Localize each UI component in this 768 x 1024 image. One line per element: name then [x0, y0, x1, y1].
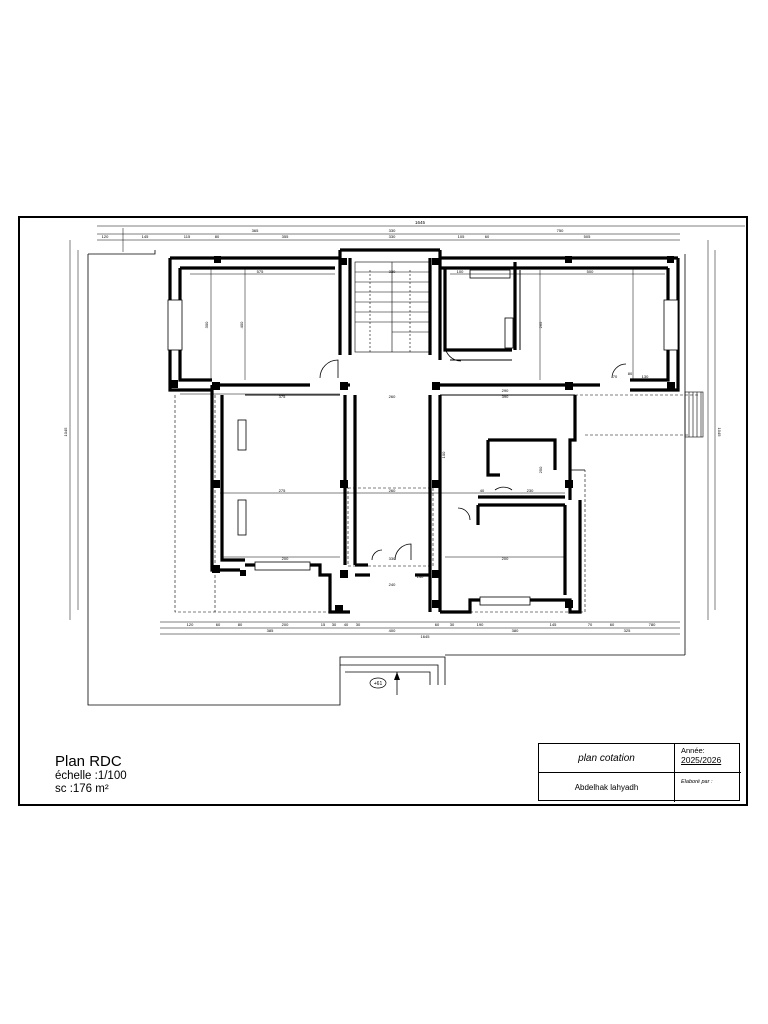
plan-title: Plan RDC	[55, 753, 122, 770]
dim-bottom-upper: 15	[321, 622, 326, 627]
dim-top-upper: 365	[252, 228, 259, 233]
dimension-lines	[69, 225, 745, 635]
level-marker-label: +61	[374, 681, 383, 687]
dim-bottom-upper: 30	[450, 622, 455, 627]
dim-bottom-mid: 385	[267, 628, 274, 633]
dim-bottom-upper: 120	[187, 622, 194, 627]
dim-interior: 390	[502, 394, 509, 399]
entrance-steps	[684, 391, 704, 438]
site-outline	[87, 250, 686, 706]
dim-bottom-upper: 70	[588, 622, 593, 627]
dim-bottom-upper: 780	[649, 622, 656, 627]
dim-top-lower: 355	[282, 234, 289, 239]
dim-bottom-mid: 380	[512, 628, 519, 633]
dim-top-lower: 115	[184, 234, 191, 239]
plan-title-block: Plan RDC échelle :1/100 sc :176 m²	[55, 753, 127, 796]
dim-bottom-upper: 40	[344, 622, 349, 627]
drawing-frame	[18, 216, 748, 806]
dim-interior: 290	[502, 388, 509, 393]
cartouche-year-label: Année:	[681, 746, 705, 755]
dim-interior: 400	[239, 321, 244, 328]
cartouche-year: Année: 2025/2026	[675, 744, 741, 773]
cartouche-subject: plan cotation	[539, 744, 675, 773]
dim-left-outer: 1045	[63, 427, 68, 437]
dim-interior: 100	[457, 269, 464, 274]
dim-bottom-upper: 190	[477, 622, 484, 627]
dim-top-lower: 330	[389, 234, 396, 239]
dim-interior: 500	[587, 269, 594, 274]
dim-bottom-upper: 60	[216, 622, 221, 627]
dim-bottom-upper: 60	[435, 622, 440, 627]
title-block-cartouche: plan cotation Abdelhak lahyadh Année: 20…	[538, 743, 741, 802]
dim-top-lower: 60	[485, 234, 490, 239]
dim-interior: 140	[417, 574, 424, 579]
dim-bottom-upper: 145	[550, 622, 557, 627]
dim-top-outer: 1645	[415, 220, 426, 225]
dim-interior: 250	[538, 466, 543, 473]
dim-interior: 375	[279, 394, 286, 399]
dim-bottom-mid: 400	[389, 628, 396, 633]
dim-bottom-upper: 30	[356, 622, 361, 627]
dim-top-upper: 330	[389, 228, 396, 233]
cartouche-prepared-by: Elaboré par :	[681, 779, 713, 785]
dim-top-lower: 145	[142, 234, 149, 239]
dim-right-outer: 1045	[717, 428, 722, 438]
dim-bottom-upper: 200	[282, 622, 289, 627]
dim-interior: 265	[538, 321, 543, 328]
dim-interior: 240	[389, 582, 396, 587]
dim-interior: 40	[480, 488, 485, 493]
dim-bottom-upper: 60	[610, 622, 615, 627]
dim-bottom-upper: 80	[238, 622, 243, 627]
dim-interior: 100	[441, 451, 446, 458]
dim-interior: 70	[613, 374, 618, 379]
plan-scale: échelle :1/100	[55, 770, 127, 782]
dim-top-lower: 80	[215, 234, 220, 239]
plan-surface: sc :176 m²	[55, 783, 109, 795]
dim-interior: 230	[527, 488, 534, 493]
dim-interior: 330	[389, 556, 396, 561]
posts	[170, 256, 675, 613]
dim-interior: 200	[282, 556, 289, 561]
dim-interior: 260	[389, 394, 396, 399]
dimension-texts: 1645 365 330 750 120 145 115 80 355 330 …	[63, 220, 722, 639]
staircase	[354, 261, 431, 353]
dim-interior: 275	[279, 488, 286, 493]
dim-interior: 575	[257, 269, 264, 274]
thin-walls	[221, 270, 575, 550]
dashed-outline	[174, 394, 700, 613]
dim-bottom-upper: 30	[332, 622, 337, 627]
doors	[319, 344, 627, 561]
dim-interior: 130	[642, 374, 649, 379]
dim-top-lower: 505	[584, 234, 591, 239]
level-marker: +61	[369, 672, 400, 695]
dim-interior: 300	[204, 321, 209, 328]
windows	[167, 269, 679, 606]
dim-bottom-outer: 1645	[421, 634, 431, 639]
dim-bottom-mid: 325	[624, 628, 631, 633]
dim-interior: 200	[502, 556, 509, 561]
dim-interior: 260	[389, 488, 396, 493]
dim-top-upper: 750	[557, 228, 564, 233]
dim-interior: 80	[628, 371, 633, 376]
dim-top-lower: 120	[102, 234, 109, 239]
dim-top-lower: 105	[458, 234, 465, 239]
cartouche-year-value: 2025/2026	[681, 755, 722, 765]
cartouche-author: Abdelhak lahyadh	[539, 773, 675, 802]
dim-interior: 330	[389, 269, 396, 274]
